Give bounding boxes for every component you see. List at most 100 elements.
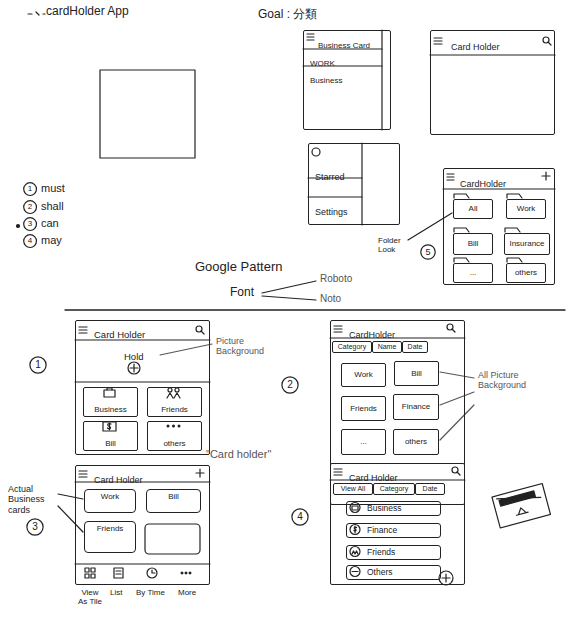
label-slot: Noto — [320, 293, 341, 305]
item-text: Work — [101, 492, 120, 501]
label-slot: shall — [41, 200, 64, 213]
callout-text: 3 — [28, 219, 32, 228]
drawer-edge — [361, 143, 362, 225]
text-slot: CardHolder — [349, 324, 395, 342]
item-text: Bill — [468, 239, 479, 248]
item-text: others — [515, 268, 537, 277]
hamburger-icon — [334, 326, 342, 332]
menu-text: Business — [310, 76, 342, 85]
text-slot: Card Holder — [349, 467, 398, 485]
section-note: Font — [230, 286, 254, 300]
brace-lines — [262, 281, 316, 300]
friends-icon — [175, 388, 179, 392]
item-text: Friends — [350, 404, 377, 413]
item-text: Friends — [367, 548, 395, 558]
callout-number: 4 — [291, 508, 309, 526]
text-slot: Settings — [315, 201, 348, 219]
header-line — [75, 482, 210, 564]
callout-text: 2 — [28, 202, 32, 211]
text-slot: Business — [310, 69, 342, 87]
friends-icon — [352, 551, 358, 554]
phone-frame: Card HolderHoldBusinessFriendsBillothers — [75, 320, 210, 455]
priority-word: can — [41, 217, 59, 230]
item-text: Finance — [402, 402, 430, 411]
item-text: All — [469, 204, 478, 213]
callout-text: 4 — [297, 511, 303, 523]
callout-number: 3 — [26, 518, 44, 536]
item-text: Bill — [411, 369, 422, 378]
priority-word: shall — [41, 200, 64, 213]
folder-tile: Work — [506, 199, 546, 219]
folder-tile: ... — [453, 263, 493, 283]
label-slot: View As Tile — [76, 588, 104, 606]
label-slot: List — [110, 588, 122, 597]
nav-label: More — [178, 588, 196, 597]
plus-icon — [542, 172, 550, 180]
category-tile: Business — [83, 387, 138, 417]
folder-tile: All — [453, 199, 493, 219]
item-text: Insurance — [509, 239, 544, 248]
callout-number: 2 — [281, 376, 299, 394]
briefcase-icon — [107, 388, 112, 390]
screen-title: CardHolder — [349, 330, 395, 340]
item-text: Category — [338, 343, 366, 351]
add-button — [439, 571, 453, 585]
label-slot: may — [41, 234, 62, 247]
plus-icon — [130, 364, 138, 372]
more-dots — [167, 425, 169, 427]
folder-tile: Insurance — [504, 233, 550, 255]
label-slot: Font — [230, 286, 254, 300]
list-row: Others — [346, 565, 441, 580]
more-dots — [185, 572, 187, 574]
item-text: others — [405, 437, 427, 446]
menu-text: WORK — [310, 59, 335, 68]
text-slot: Business Card — [318, 34, 370, 52]
priority-word: must — [41, 182, 65, 195]
item-text: Friends — [97, 524, 124, 533]
item-text: others — [163, 439, 185, 448]
list-row: Business — [346, 501, 441, 516]
callout-circle — [24, 218, 37, 231]
business-card: Friends — [84, 521, 136, 553]
friends-icon — [167, 393, 180, 398]
clock-icon — [152, 570, 155, 573]
label-slot: "Card holder" — [206, 448, 271, 461]
list-icon — [114, 568, 123, 578]
card-doodle — [492, 484, 551, 528]
screen-title: Business Card — [318, 41, 370, 50]
search-icon — [201, 331, 204, 334]
hamburger-icon — [434, 38, 442, 44]
callout-text: 3 — [32, 521, 38, 533]
category-tile: others — [147, 421, 202, 451]
nav-label: View As Tile — [76, 588, 104, 606]
strike-line — [497, 488, 541, 509]
category-tile: Work — [341, 363, 386, 387]
pen-mark — [515, 506, 528, 515]
search-icon — [457, 472, 460, 475]
text-slot: Card Holder — [94, 324, 145, 342]
annotation: Actual Business cards — [8, 484, 58, 515]
hamburger-icon — [334, 469, 342, 475]
menu-text: Hold — [124, 351, 144, 362]
sketch-strokes — [17, 12, 566, 585]
category-tile: Friends — [341, 396, 386, 421]
leader-line — [160, 344, 212, 355]
row-icon — [350, 503, 360, 513]
plus-icon — [196, 469, 204, 477]
label-slot: Google Pattern — [195, 260, 282, 275]
item-text: Category — [380, 485, 408, 493]
phone-frame: Card HolderView AllCategoryDateBusinessF… — [330, 463, 465, 585]
hamburger-icon — [447, 174, 454, 180]
item-text: Work — [354, 370, 373, 379]
category-tile: Friends — [147, 387, 202, 417]
font-name: Roboto — [320, 273, 352, 285]
item-text: Friends — [161, 405, 188, 414]
header-line — [430, 54, 555, 55]
callout-text: 1 — [35, 359, 41, 371]
text-slot: WORK — [310, 52, 335, 70]
item-text: Name — [378, 343, 397, 351]
callout-circle — [282, 377, 298, 393]
leader-line — [58, 494, 83, 532]
